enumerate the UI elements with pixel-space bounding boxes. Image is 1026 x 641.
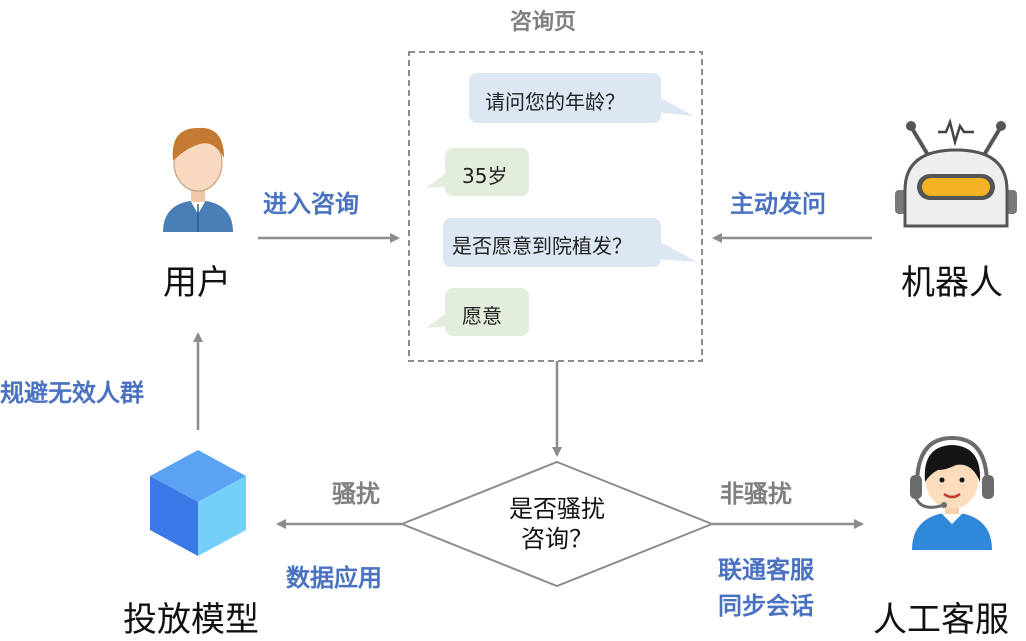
- edge-label-sync-session: 同步会话: [718, 592, 814, 620]
- decision-diamond: [399, 460, 715, 588]
- consult-page-title: 咨询页: [510, 10, 577, 35]
- bubble-user-1: [426, 148, 529, 196]
- cube-icon: [150, 450, 246, 556]
- decision-line-2: 咨询？: [521, 525, 593, 553]
- node-label-ad-model: 投放模型: [123, 600, 259, 640]
- edge-label-harass: 骚扰: [332, 480, 380, 508]
- message-robot-question: 是否愿意到院植发？: [452, 234, 632, 258]
- node-label-agent: 人工客服: [873, 600, 1009, 640]
- edge-label-non-harass: 非骚扰: [720, 480, 792, 508]
- user-avatar-icon: [163, 127, 233, 232]
- message-user-answer: 愿意: [462, 304, 502, 328]
- headset-agent-icon: [910, 435, 994, 550]
- message-user-age: 35岁: [462, 164, 508, 188]
- robot-icon: [895, 117, 1017, 228]
- edge-label-avoid-invalid: 规避无效人群: [0, 379, 144, 407]
- edge-label-data-use: 数据应用: [286, 564, 382, 592]
- bubble-robot-1: [469, 73, 694, 123]
- decision-line-1: 是否骚扰: [509, 495, 605, 523]
- edge-label-robot-ask: 主动发问: [730, 190, 826, 218]
- edge-label-enter-consult: 进入咨询: [263, 190, 359, 218]
- bubble-user-2: [426, 288, 529, 336]
- node-label-user: 用户: [163, 263, 231, 303]
- node-label-robot: 机器人: [901, 263, 1003, 303]
- edge-label-connect-agent: 联通客服: [718, 556, 814, 584]
- decision-text: 是否骚扰 咨询？: [477, 494, 637, 554]
- bubble-robot-2: [443, 218, 697, 267]
- message-robot-age: 请问您的年龄？: [485, 90, 625, 114]
